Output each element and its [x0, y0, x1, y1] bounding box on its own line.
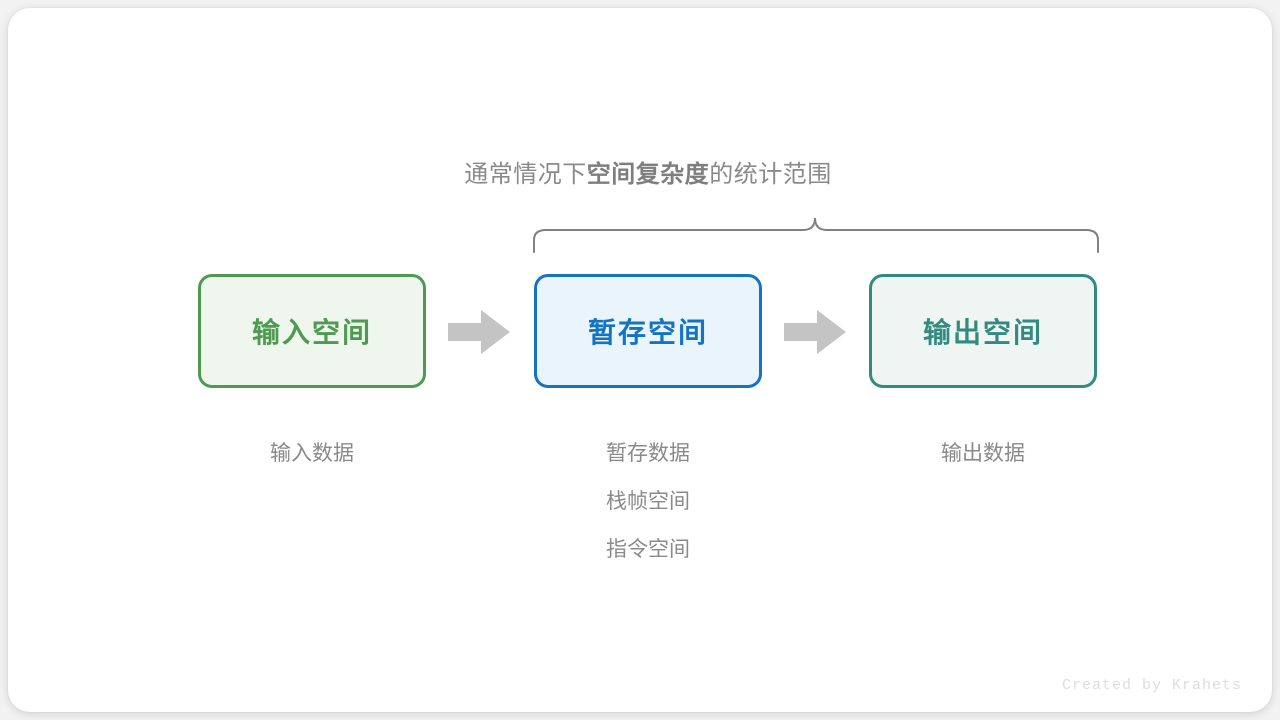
credit-text: Created by Krahets — [1061, 677, 1242, 694]
box-temp-space-label: 暂存空间 — [587, 317, 708, 348]
curly-brace-up-icon — [526, 204, 1106, 260]
caption-suffix: 的统计范围 — [709, 161, 832, 188]
sublabel-item: 输入数据 — [270, 442, 354, 465]
sublabel-item: 指令空间 — [606, 538, 690, 561]
temp-space-sublabels: 暂存数据 栈帧空间 指令空间 — [534, 430, 762, 574]
sublabel-item: 栈帧空间 — [606, 490, 690, 513]
caption-prefix: 通常情况下 — [464, 161, 587, 188]
box-output-space-label: 输出空间 — [922, 317, 1043, 348]
diagram-card: 通常情况下空间复杂度的统计范围 输入空间 暂存空间 输出空间 — [8, 8, 1272, 712]
box-output-space[interactable]: 输出空间 — [869, 274, 1097, 388]
box-input-space-label: 输入空间 — [251, 317, 372, 348]
caption-emphasis: 空间复杂度 — [586, 161, 710, 188]
output-space-sublabels: 输出数据 — [869, 430, 1097, 478]
arrow-right-icon — [784, 310, 846, 354]
box-temp-space[interactable]: 暂存空间 — [534, 274, 762, 388]
box-input-space[interactable]: 输入空间 — [198, 274, 426, 388]
sublabel-item: 输出数据 — [941, 442, 1025, 465]
sublabel-item: 暂存数据 — [606, 442, 690, 465]
arrow-right-icon — [448, 310, 510, 354]
input-space-sublabels: 输入数据 — [198, 430, 426, 478]
brace-caption: 通常情况下空间复杂度的统计范围 — [8, 154, 1272, 189]
